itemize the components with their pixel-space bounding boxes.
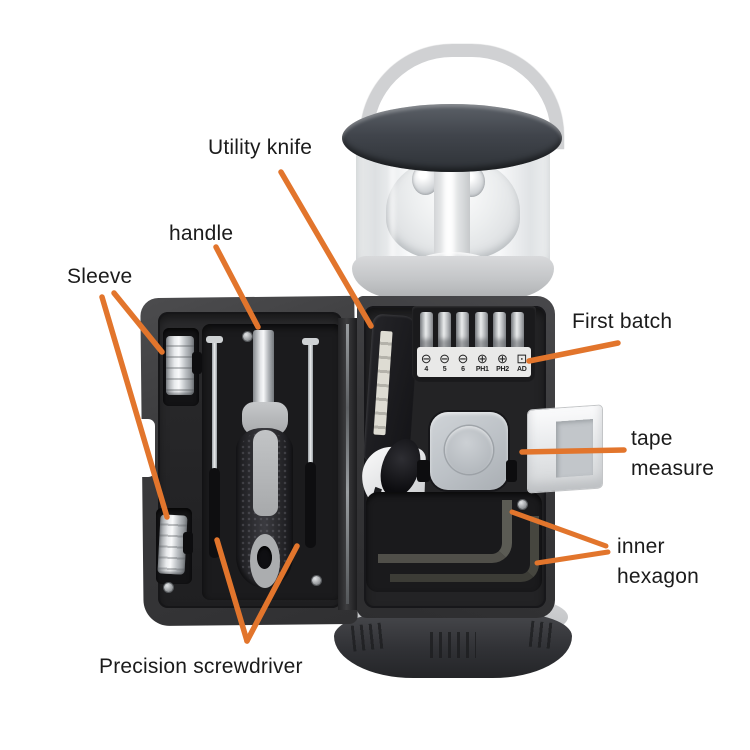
- screwdriver-bit: [438, 312, 451, 349]
- case-hinge: [338, 318, 357, 610]
- bit-size-cell: ⊖ 6: [458, 352, 469, 373]
- tray-screw: [518, 500, 527, 509]
- screwdriver-handle-stripe: [253, 430, 278, 516]
- bit-size-cell: ⊕ PH1: [476, 352, 489, 373]
- tape-measure: [430, 412, 508, 490]
- label-first-batch: First batch: [572, 310, 673, 333]
- screwdriver-bit: [420, 312, 433, 349]
- screwdriver-lanyard-hole: [257, 546, 272, 569]
- precision-screwdriver-shaft: [308, 345, 313, 473]
- left-door-notch: [130, 419, 155, 477]
- screwdriver-bit: [475, 312, 488, 349]
- tray-screw: [243, 332, 252, 341]
- label-precision-screwdriver: Precision screwdriver: [99, 655, 303, 678]
- label-inner-hexagon-line2: hexagon: [617, 565, 699, 588]
- precision-screwdriver-grip: [209, 468, 220, 558]
- sleeve-socket-top: [166, 336, 194, 395]
- label-utility-knife: Utility knife: [208, 136, 313, 159]
- slotted-bit-icon: ⊖: [420, 350, 432, 366]
- phillips-bit-icon: ⊕: [497, 350, 508, 366]
- retainer-clip: [183, 532, 193, 554]
- screwdriver-hex-shaft: [253, 330, 274, 408]
- label-tape-measure: tape measure: [631, 424, 714, 484]
- precision-screwdriver-grip: [305, 462, 316, 548]
- bit-size-label: 6: [461, 365, 465, 373]
- slotted-bit-icon: ⊖: [457, 350, 469, 366]
- tray-screw: [164, 583, 173, 592]
- bit-size-label: 5: [442, 365, 447, 373]
- base-ribs: [528, 620, 558, 650]
- belt-clip-slot: [556, 419, 593, 478]
- label-handle: handle: [169, 222, 234, 245]
- label-inner-hexagon-line1: inner: [617, 535, 665, 558]
- lantern-neck-band: [352, 256, 554, 300]
- base-ribs: [430, 632, 476, 658]
- hex-key-small: [390, 516, 539, 582]
- precision-screwdriver-cap: [302, 338, 319, 345]
- bit-size-label: 4: [424, 365, 428, 373]
- screwdriver-bit: [456, 312, 469, 349]
- belt-clip: [528, 405, 602, 493]
- retainer-clip: [417, 460, 430, 482]
- precision-screwdriver-cap: [206, 336, 223, 343]
- slotted-bit-icon: ⊖: [439, 350, 451, 366]
- base-ribs: [350, 622, 386, 652]
- bit-holder: ⊖ 4 ⊖ 5 ⊖ 6 ⊕ PH1 ⊕ PH2 ⊡ AD: [412, 306, 536, 382]
- label-tape-measure-line2: measure: [631, 457, 715, 480]
- lantern-top-ring: [342, 104, 562, 172]
- bit-size-label: PH1: [475, 365, 489, 373]
- base-ribbed-foot: [334, 612, 572, 678]
- bit-size-cell: ⊡ AD: [516, 352, 527, 373]
- precision-screwdriver-shaft: [212, 343, 217, 475]
- bit-size-cell: ⊕ PH2: [496, 352, 509, 373]
- tray-screw: [312, 576, 321, 585]
- bit-size-cell: ⊖ 5: [439, 352, 450, 373]
- phillips-bit-icon: ⊕: [476, 350, 488, 366]
- adapter-bit-icon: ⊡: [516, 350, 528, 366]
- glass-highlight: [444, 144, 454, 274]
- retainer-clip: [192, 352, 202, 374]
- label-tape-measure-line1: tape: [631, 427, 673, 450]
- hex-key-large: [378, 500, 512, 563]
- retainer-clip: [506, 460, 517, 482]
- screwdriver-bit: [493, 312, 506, 349]
- hinge-pin: [346, 324, 349, 604]
- bit-size-label: AD: [517, 365, 527, 373]
- bit-size-label: PH2: [496, 365, 509, 373]
- bit-size-panel: ⊖ 4 ⊖ 5 ⊖ 6 ⊕ PH1 ⊕ PH2 ⊡ AD: [417, 347, 531, 377]
- glass-highlight: [390, 148, 395, 268]
- label-sleeve: Sleeve: [67, 265, 133, 288]
- tape-measure-reel: [445, 426, 493, 474]
- bit-size-cell: ⊖ 4: [421, 352, 432, 373]
- label-inner-hexagon: inner hexagon: [617, 532, 699, 592]
- screwdriver-bit: [511, 312, 524, 349]
